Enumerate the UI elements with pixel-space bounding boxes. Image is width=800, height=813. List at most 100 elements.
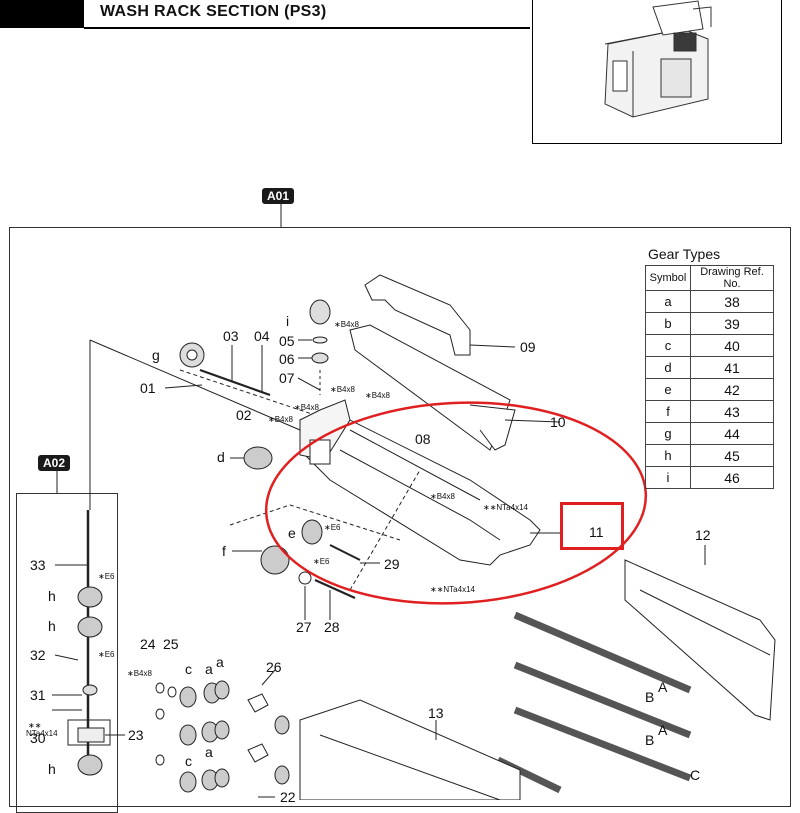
gear-ref-no: 41 xyxy=(690,356,774,379)
gear-label-a: a xyxy=(205,744,213,760)
gear-table-title: Gear Types xyxy=(648,246,721,262)
gear-symbol: d xyxy=(645,356,691,379)
header-rule xyxy=(84,27,530,29)
callout-29[interactable]: 29 xyxy=(384,556,400,572)
callout-28[interactable]: 28 xyxy=(324,619,340,635)
screw-label: ∗B4x8 xyxy=(334,320,359,329)
callout-30[interactable]: 30 xyxy=(30,730,46,746)
callout-27[interactable]: 27 xyxy=(296,619,312,635)
gear-ref-no: 38 xyxy=(690,290,774,313)
callout-26[interactable]: 26 xyxy=(266,659,282,675)
screw-label: ∗∗NTa4x14 xyxy=(483,503,528,512)
gear-ref-no: 43 xyxy=(690,400,774,423)
gear-symbol: b xyxy=(645,312,691,335)
callout-24[interactable]: 24 xyxy=(140,636,156,652)
callout-05[interactable]: 05 xyxy=(279,333,295,349)
callout-25[interactable]: 25 xyxy=(163,636,179,652)
gear-label-i: i xyxy=(286,313,290,329)
screw-label: ∗B4x8 xyxy=(365,391,390,400)
gear-label-a: a xyxy=(216,654,224,670)
screw-label: ∗B4x8 xyxy=(430,492,455,501)
gear-label-c: c xyxy=(185,661,192,677)
gear-ref-no: 42 xyxy=(690,378,774,401)
callout-03[interactable]: 03 xyxy=(223,328,239,344)
roller-label-c: C xyxy=(690,767,701,783)
highlight-box-part-11 xyxy=(560,502,624,550)
gear-label-e: e xyxy=(288,525,296,541)
screw-label: ∗∗ xyxy=(28,721,42,730)
gear-ref-no: 39 xyxy=(690,312,774,335)
callout-23[interactable]: 23 xyxy=(128,727,144,743)
gear-table-header-row: Symbol Drawing Ref. No. xyxy=(645,265,774,291)
screw-label: ∗E6 xyxy=(313,557,330,566)
page-title: WASH RACK SECTION (PS3) xyxy=(100,3,327,20)
machine-locator-icon xyxy=(604,0,712,118)
gear-ref-no: 46 xyxy=(690,466,774,489)
callout-04[interactable]: 04 xyxy=(254,328,270,344)
gear-label-h: h xyxy=(48,618,56,634)
gear-label-g: g xyxy=(152,347,160,363)
gear-symbol: e xyxy=(645,378,691,401)
gear-symbol: g xyxy=(645,422,691,445)
assembly-tag-a01: A01 xyxy=(262,188,295,204)
gear-symbol: i xyxy=(645,466,691,489)
callout-07[interactable]: 07 xyxy=(279,370,295,386)
gear-label-a: a xyxy=(205,661,213,677)
gear-ref-no: 40 xyxy=(690,334,774,357)
gear-table-col-symbol: Symbol xyxy=(645,265,691,291)
roller-label-a: A xyxy=(658,679,668,695)
gear-symbol: c xyxy=(645,334,691,357)
gear-g-icon xyxy=(179,342,205,368)
roller-label-a: A xyxy=(658,722,668,738)
screw-label: ∗∗NTa4x14 xyxy=(430,585,475,594)
gear-label-f: f xyxy=(222,543,226,559)
callout-01[interactable]: 01 xyxy=(140,380,156,396)
callout-22[interactable]: 22 xyxy=(280,789,296,805)
callout-02[interactable]: 02 xyxy=(236,407,252,423)
gear-label-c: c xyxy=(185,753,192,769)
callout-06[interactable]: 06 xyxy=(279,351,295,367)
gear-ref-no: 45 xyxy=(690,444,774,467)
callout-12[interactable]: 12 xyxy=(695,527,711,543)
gear-ref-no: 44 xyxy=(690,422,774,445)
screw-label: ∗E6 xyxy=(324,523,341,532)
gear-symbol: a xyxy=(645,290,691,313)
callout-08[interactable]: 08 xyxy=(415,431,431,447)
callout-31[interactable]: 31 xyxy=(30,687,46,703)
callout-32[interactable]: 32 xyxy=(30,647,46,663)
screw-label: ∗B4x8 xyxy=(330,385,355,394)
gear-label-h: h xyxy=(48,761,56,777)
screw-label: NTa4x14 xyxy=(26,729,58,738)
machine-locator-thumbnail xyxy=(532,0,782,144)
gear-symbol: h xyxy=(645,444,691,467)
roller-label-b: B xyxy=(645,689,655,705)
screw-label: ∗B4x8 xyxy=(294,403,319,412)
screw-label: ∗B4x8 xyxy=(268,415,293,424)
section-header: WASH RACK SECTION (PS3) xyxy=(0,0,530,29)
callout-33[interactable]: 33 xyxy=(30,557,46,573)
header-black-block xyxy=(0,0,84,28)
gear-label-h: h xyxy=(48,588,56,604)
callout-11[interactable]: 11 xyxy=(589,524,604,540)
gear-table-col-ref: Drawing Ref. No. xyxy=(690,265,774,291)
screw-label: ∗B4x8 xyxy=(127,669,152,678)
callout-09[interactable]: 09 xyxy=(520,339,536,355)
roller-label-b: B xyxy=(645,732,655,748)
callout-13[interactable]: 13 xyxy=(428,705,444,721)
gear-label-d: d xyxy=(217,449,225,465)
gear-symbol: f xyxy=(645,400,691,423)
assembly-tag-a02: A02 xyxy=(38,455,71,471)
screw-label: ∗E6 xyxy=(98,650,115,659)
callout-10[interactable]: 10 xyxy=(550,414,566,430)
